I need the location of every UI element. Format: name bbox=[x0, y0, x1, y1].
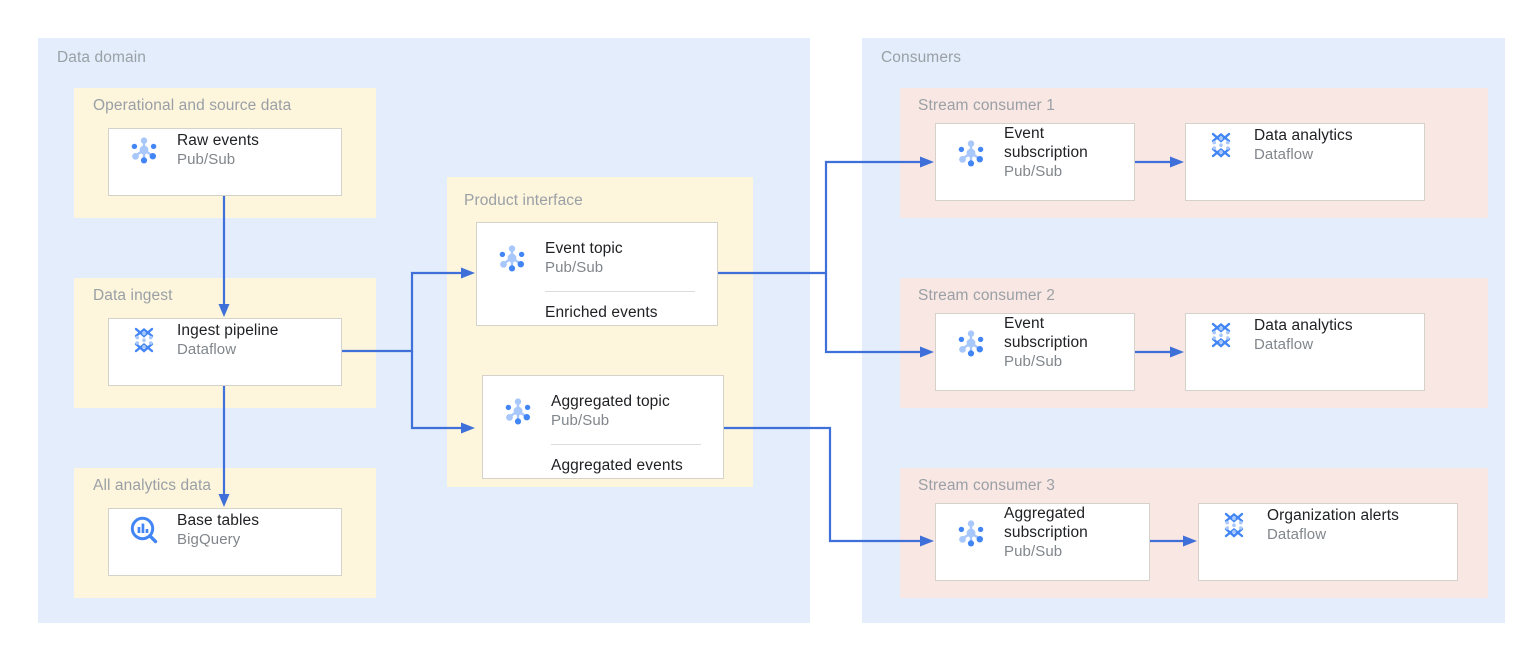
card-aggregated-topic[interactable]: Aggregated topic Pub/Sub Aggregated even… bbox=[482, 375, 724, 479]
pubsub-icon bbox=[123, 129, 165, 171]
arrow-subscription-to-analytics-1 bbox=[1135, 156, 1184, 168]
card-subtitle: BigQuery bbox=[177, 531, 241, 548]
card-data-analytics-1[interactable]: Data analytics Dataflow bbox=[1185, 123, 1425, 201]
card-organization-alerts[interactable]: Organization alerts Dataflow bbox=[1198, 503, 1458, 581]
card-subtitle: Pub/Sub bbox=[545, 259, 604, 276]
card-aggregated-subscription[interactable]: Aggregated subscription Pub/Sub bbox=[935, 503, 1150, 581]
card-subtitle: Dataflow bbox=[1267, 526, 1327, 543]
card-title: Event topic bbox=[545, 240, 623, 257]
data-ingest-label: Data ingest bbox=[93, 287, 173, 304]
dataflow-icon bbox=[1200, 314, 1242, 356]
stream-consumer-3-label: Stream consumer 3 bbox=[918, 477, 1055, 494]
card-data-analytics-2[interactable]: Data analytics Dataflow bbox=[1185, 313, 1425, 391]
card-title: Event subscription bbox=[1004, 315, 1088, 351]
card-title: Raw events bbox=[177, 132, 259, 149]
arrow-ingest-to-topics bbox=[342, 267, 475, 434]
consumers-label: Consumers bbox=[881, 49, 962, 66]
dataflow-icon bbox=[1213, 504, 1255, 546]
card-footer: Enriched events bbox=[545, 304, 658, 321]
card-title: Data analytics bbox=[1254, 317, 1353, 334]
card-divider bbox=[551, 444, 701, 445]
stream-consumer-2-label: Stream consumer 2 bbox=[918, 287, 1055, 304]
product-interface-label: Product interface bbox=[464, 192, 583, 209]
card-subtitle: Pub/Sub bbox=[1004, 543, 1063, 560]
all-analytics-data-label: All analytics data bbox=[93, 477, 212, 494]
card-base-tables[interactable]: Base tables BigQuery bbox=[108, 508, 342, 576]
card-divider bbox=[545, 291, 695, 292]
card-subtitle: Dataflow bbox=[1254, 146, 1314, 163]
card-subtitle: Pub/Sub bbox=[551, 412, 610, 429]
stream-consumer-1-label: Stream consumer 1 bbox=[918, 97, 1055, 114]
pubsub-icon bbox=[497, 390, 539, 432]
card-raw-events[interactable]: Raw events Pub/Sub bbox=[108, 128, 342, 196]
dataflow-icon bbox=[123, 319, 165, 361]
card-ingest-pipeline[interactable]: Ingest pipeline Dataflow bbox=[108, 318, 342, 386]
card-footer: Aggregated events bbox=[551, 457, 683, 474]
card-title: Organization alerts bbox=[1267, 507, 1399, 524]
card-subtitle: Pub/Sub bbox=[177, 151, 236, 168]
card-title: Data analytics bbox=[1254, 127, 1353, 144]
data-domain-label: Data domain bbox=[57, 49, 146, 66]
arrow-event-topic-to-consumers bbox=[718, 156, 934, 358]
pubsub-icon bbox=[491, 237, 533, 279]
card-title: Base tables bbox=[177, 512, 260, 529]
pubsub-icon bbox=[950, 512, 992, 554]
pubsub-icon bbox=[950, 322, 992, 364]
card-subtitle: Dataflow bbox=[177, 341, 237, 358]
card-subtitle: Dataflow bbox=[1254, 336, 1314, 353]
card-title: Event subscription bbox=[1004, 125, 1088, 161]
card-subtitle: Pub/Sub bbox=[1004, 163, 1063, 180]
arrow-raw-events-to-ingest bbox=[218, 196, 230, 317]
operational-source-data-label: Operational and source data bbox=[93, 97, 292, 114]
card-title: Ingest pipeline bbox=[177, 322, 279, 339]
card-subtitle: Pub/Sub bbox=[1004, 353, 1063, 370]
arrow-subscription-to-alerts-3 bbox=[1150, 535, 1197, 547]
arrow-ingest-to-base-tables bbox=[218, 386, 230, 507]
card-title: Aggregated topic bbox=[551, 393, 670, 410]
bigquery-icon bbox=[123, 509, 165, 551]
dataflow-icon bbox=[1200, 124, 1242, 166]
card-event-subscription-1[interactable]: Event subscription Pub/Sub bbox=[935, 123, 1135, 201]
card-title: Aggregated subscription bbox=[1004, 505, 1088, 541]
arrow-aggregated-topic-to-consumer-3 bbox=[724, 426, 934, 547]
arrow-subscription-to-analytics-2 bbox=[1135, 346, 1184, 358]
card-event-subscription-2[interactable]: Event subscription Pub/Sub bbox=[935, 313, 1135, 391]
pubsub-icon bbox=[950, 132, 992, 174]
card-event-topic[interactable]: Event topic Pub/Sub Enriched events bbox=[476, 222, 718, 326]
